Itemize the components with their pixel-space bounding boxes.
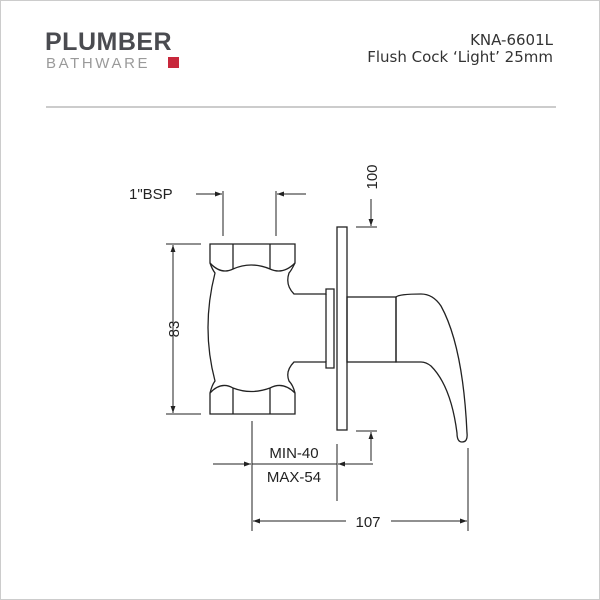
dimension-lines [166, 191, 469, 531]
product-name: Flush Cock ‘Light’ 25mm [367, 48, 553, 66]
product-code: KNA-6601L [470, 31, 553, 49]
brand-logo-square [168, 57, 179, 68]
dim-max-label: MAX-54 [267, 469, 321, 486]
brand-logo-secondary: BATHWARE [46, 55, 151, 72]
dim-min-label: MIN-40 [269, 445, 318, 462]
dim-plate-label: 100 [364, 164, 381, 189]
brand-logo-primary: PLUMBER [45, 28, 173, 56]
dim-thread-label: 1"BSP [129, 186, 173, 203]
lever-handle [395, 293, 468, 443]
dim-length-label: 107 [355, 514, 380, 531]
spindle [346, 296, 397, 363]
wall-plate [336, 226, 348, 431]
product-header: KNA-6601L Flush Cock ‘Light’ 25mm [367, 32, 553, 66]
valve-body [207, 243, 335, 415]
dim-height-label: 83 [166, 321, 183, 338]
header-divider [46, 106, 556, 108]
